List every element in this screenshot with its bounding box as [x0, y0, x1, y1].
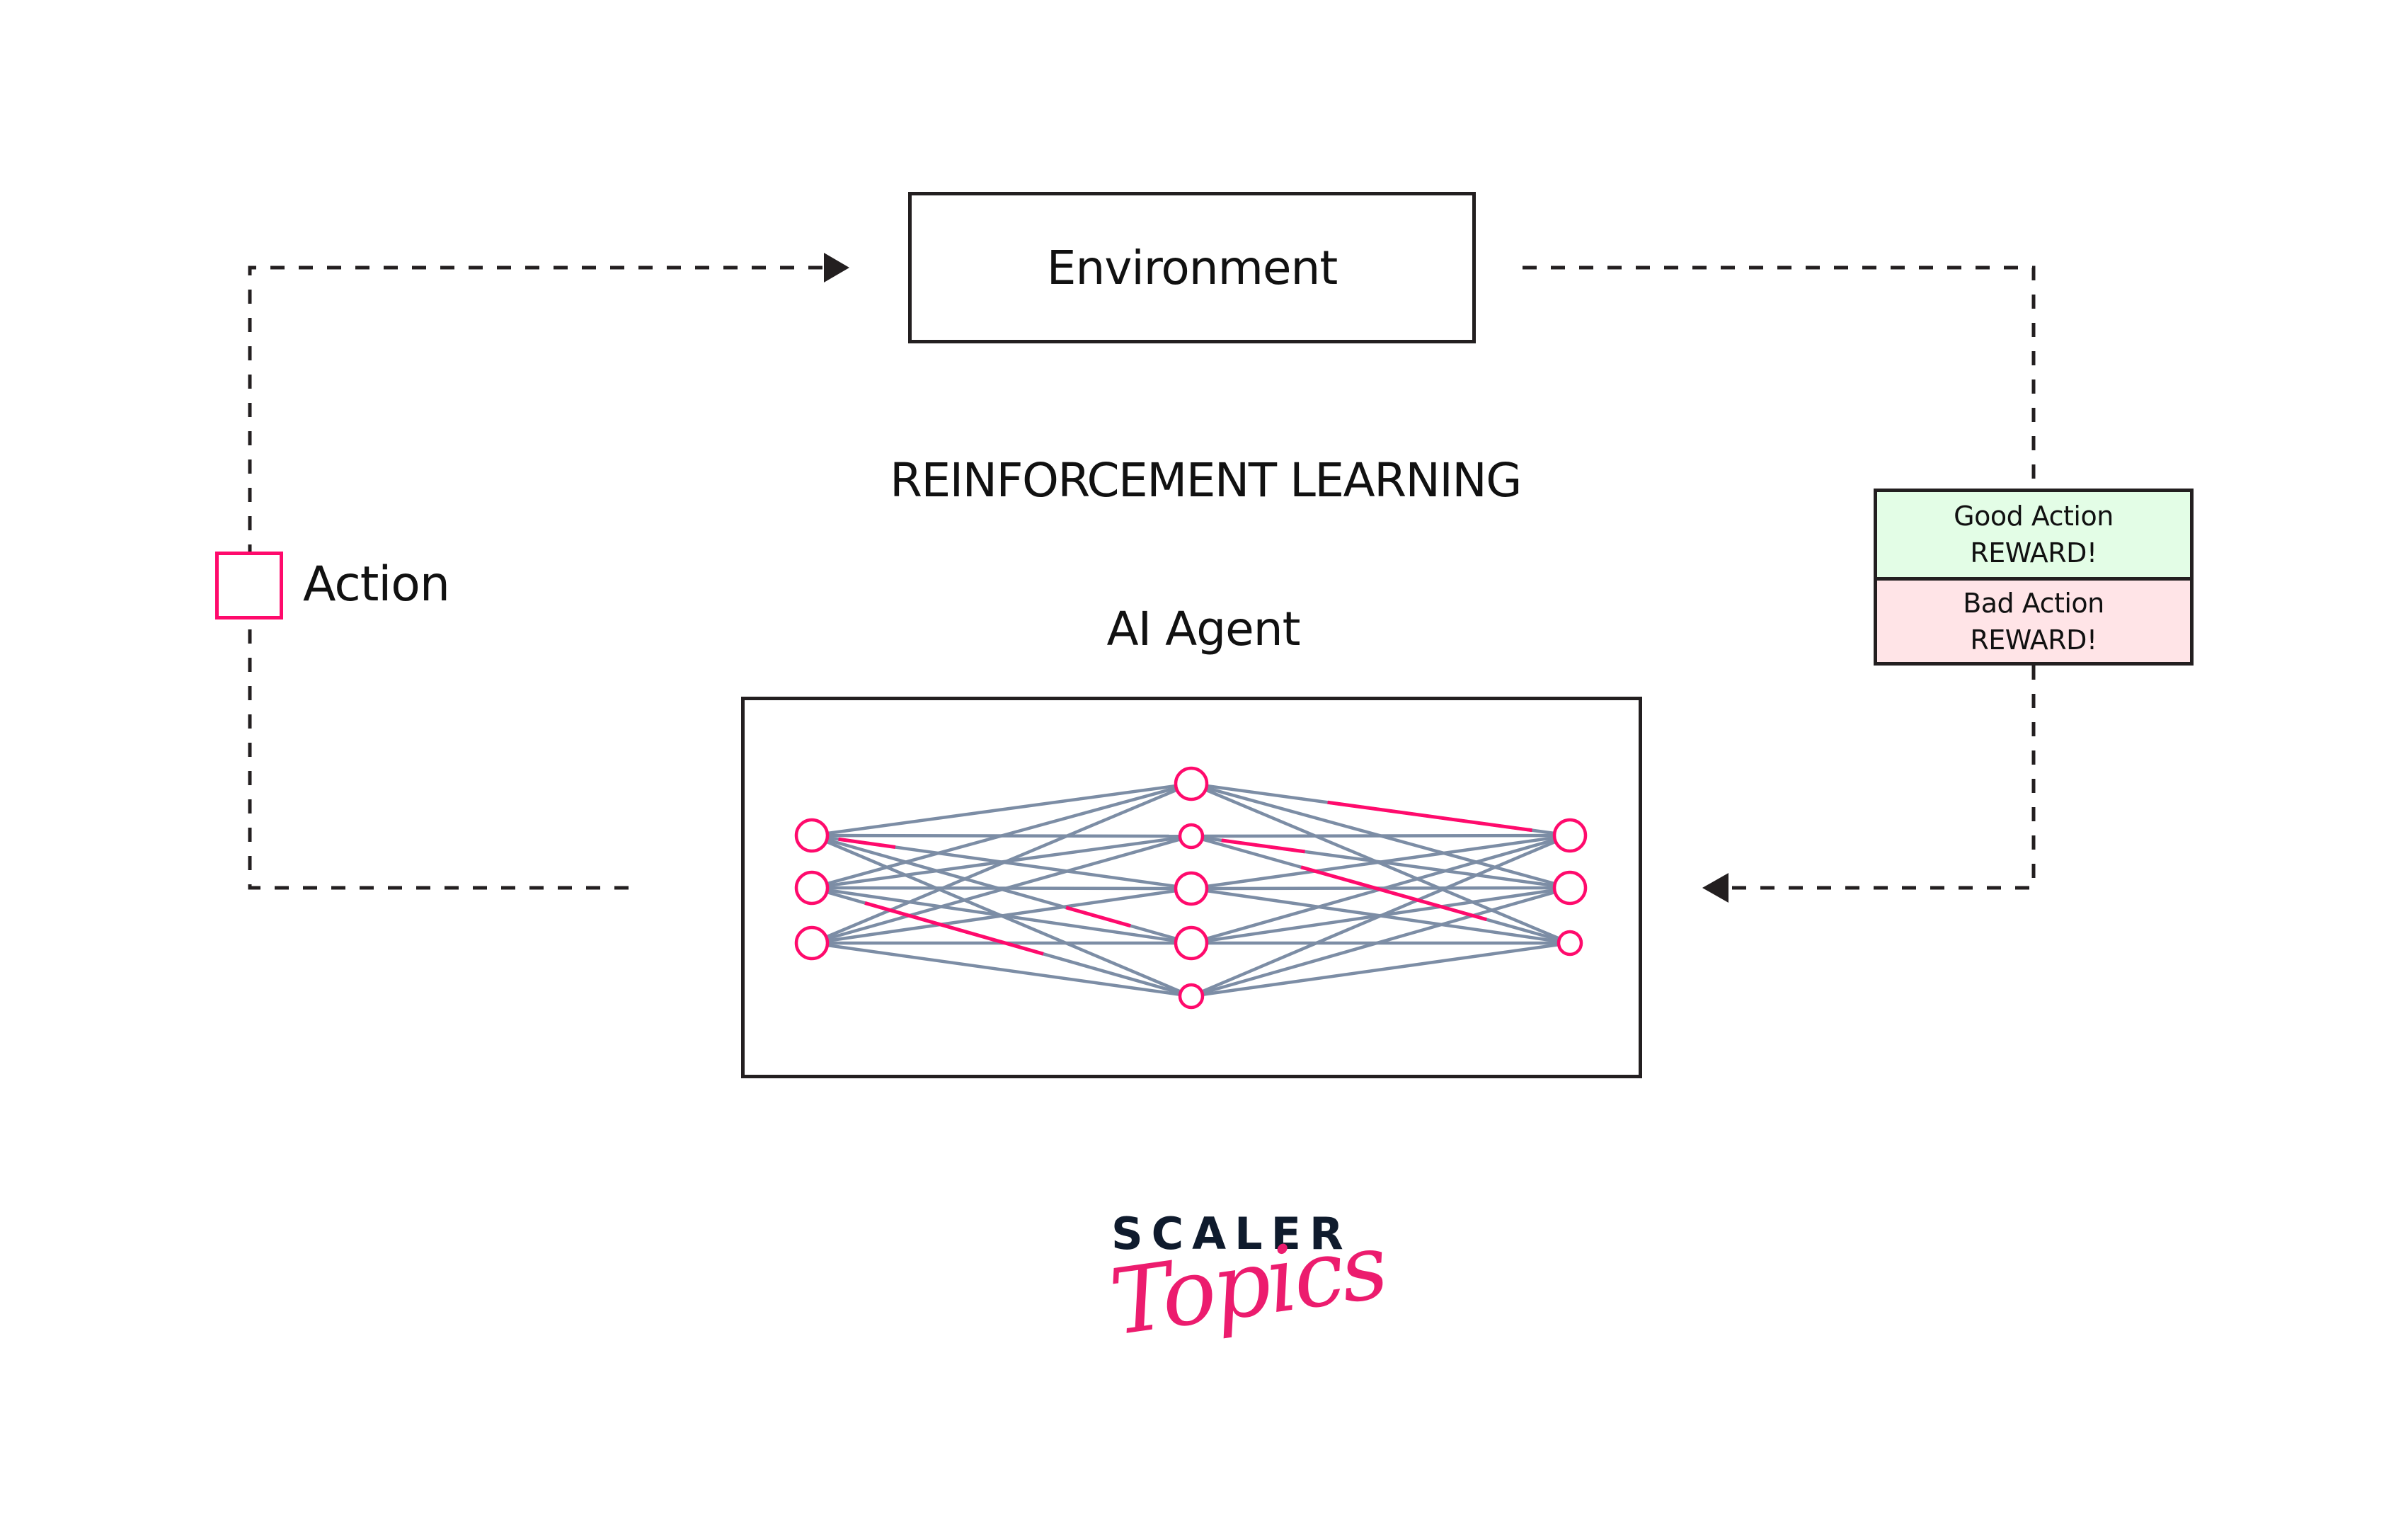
network-node-output-0	[1552, 818, 1588, 853]
logo-brand-text: SCALER	[1111, 1208, 1352, 1260]
network-node-hidden-2	[1174, 871, 1209, 906]
network-node-input-0	[794, 818, 830, 853]
network-edge	[811, 834, 1192, 945]
network-nodes	[794, 766, 1588, 1010]
arrow-to-agent-icon	[1702, 873, 1728, 903]
network-edge	[811, 782, 1192, 945]
good-action-title: Good Action	[1954, 501, 2114, 532]
environment-box: Environment	[908, 192, 1476, 343]
network-node-hidden-3	[1174, 925, 1209, 961]
network-edge-highlighted	[1221, 838, 1305, 854]
network-edge	[1191, 833, 1571, 998]
diagram-title: REINFORCEMENT LEARNING	[890, 453, 1522, 508]
network-edge	[811, 782, 1192, 890]
network-edge	[1191, 886, 1571, 998]
network-node-input-2	[794, 925, 830, 961]
network-edge	[811, 886, 1192, 945]
bad-action-title: Bad Action	[1963, 587, 2104, 619]
network-node-input-1	[794, 870, 830, 906]
arrow-to-environment-icon	[824, 253, 849, 282]
reward-box: Good Action REWARD! Bad Action REWARD!	[1874, 489, 2194, 666]
action-marker-icon	[215, 552, 283, 620]
ai-agent-box	[741, 697, 1642, 1078]
network-edge	[1191, 941, 1571, 998]
network-edge-highlighted	[864, 901, 1044, 956]
network-edge-highlighted	[1327, 800, 1532, 833]
network-node-output-1	[1552, 870, 1588, 906]
bad-action-reward-text: REWARD!	[1970, 624, 2097, 656]
network-edge	[811, 941, 1192, 998]
network-edge	[811, 782, 1192, 838]
scaler-topics-logo: SCALER Topics	[1076, 1204, 1392, 1388]
network-node-hidden-1	[1178, 823, 1205, 850]
network-edge-highlighted	[1065, 906, 1131, 928]
bad-action-reward: Bad Action REWARD!	[1877, 581, 2190, 662]
agent-label: AI Agent	[1106, 602, 1301, 656]
reward-loop-line-top	[1523, 266, 2036, 489]
network-edge	[1191, 833, 1571, 838]
network-node-output-2	[1556, 930, 1583, 957]
good-action-reward-text: REWARD!	[1970, 537, 2097, 569]
reward-loop-line-bottom	[1731, 666, 2036, 890]
action-label: Action	[303, 556, 450, 612]
environment-label: Environment	[1046, 240, 1338, 295]
network-node-hidden-4	[1178, 983, 1205, 1010]
good-action-reward: Good Action REWARD!	[1877, 492, 2190, 581]
network-edge-highlighted	[1300, 865, 1487, 922]
network-edge	[1191, 833, 1571, 891]
network-node-hidden-0	[1174, 766, 1209, 801]
network-edge-highlighted	[838, 837, 896, 849]
network-highlighted-edges	[838, 800, 1532, 956]
